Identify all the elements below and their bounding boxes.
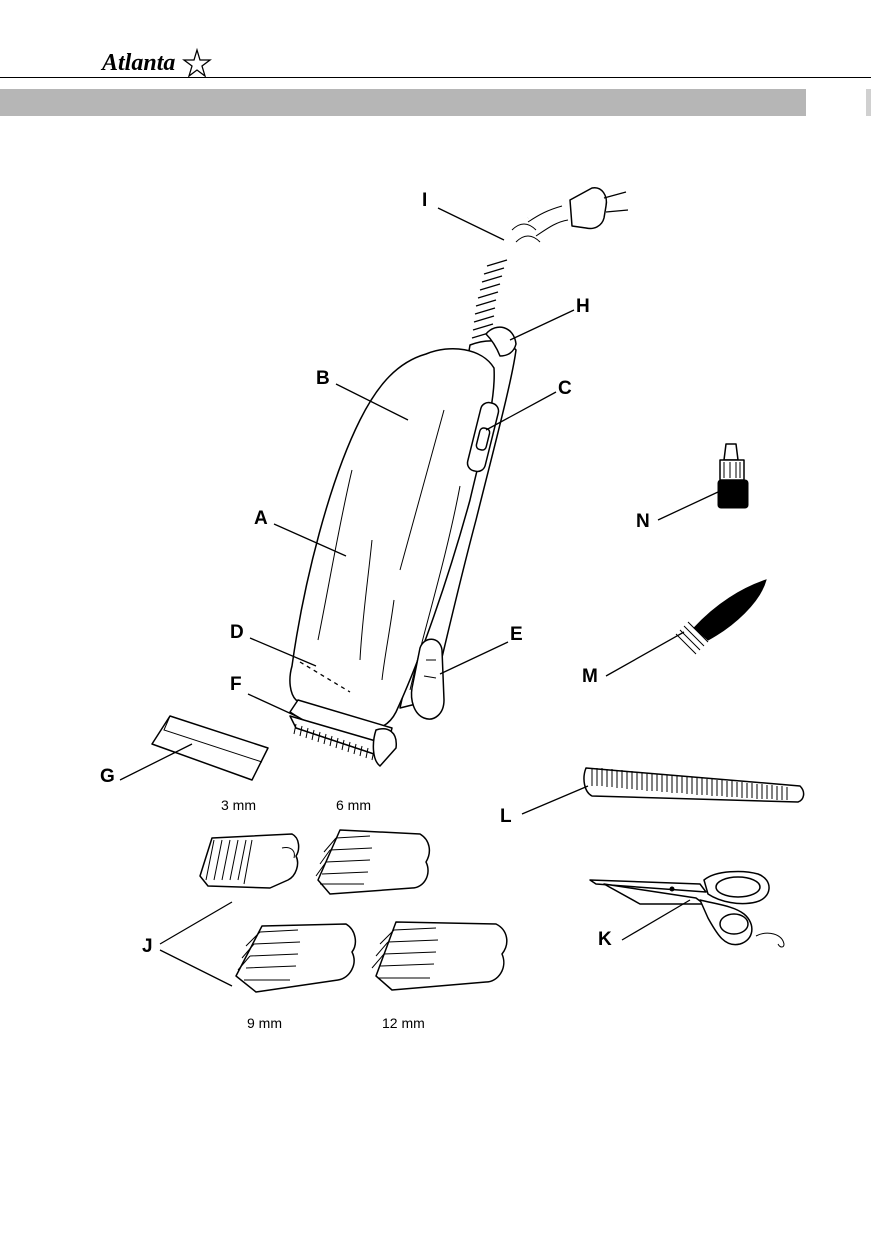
blade-guard bbox=[152, 716, 268, 780]
callout-F: F bbox=[230, 674, 242, 695]
plug-body bbox=[570, 188, 606, 229]
callout-C: C bbox=[558, 378, 572, 399]
comb-attachment-12mm bbox=[372, 922, 507, 990]
callout-L: L bbox=[500, 806, 512, 827]
callout-G: G bbox=[100, 766, 115, 787]
comb-attachment-9mm bbox=[236, 924, 355, 992]
brand-logo: Atlanta bbox=[100, 50, 210, 76]
comb-attachment-6mm bbox=[316, 830, 429, 894]
callout-J: J bbox=[142, 936, 153, 957]
callout-M: M bbox=[582, 666, 598, 687]
cleaning-brush bbox=[676, 580, 766, 654]
callout-E: E bbox=[510, 624, 523, 645]
callout-D: D bbox=[230, 622, 244, 643]
callout-A: A bbox=[254, 508, 268, 529]
callout-K: K bbox=[598, 929, 612, 950]
callout-B: B bbox=[316, 368, 330, 389]
star-logo-icon bbox=[184, 50, 210, 76]
hair-comb bbox=[584, 768, 804, 802]
size-label-3mm: 3 mm bbox=[221, 797, 256, 813]
brand-logo-text: Atlanta bbox=[100, 50, 175, 76]
size-label-6mm: 6 mm bbox=[336, 797, 371, 813]
callout-N: N bbox=[636, 511, 650, 532]
callout-I: I bbox=[422, 190, 427, 211]
comb-attachment-3mm bbox=[200, 834, 299, 888]
size-label-12mm: 12 mm bbox=[382, 1015, 425, 1031]
scissors bbox=[590, 872, 784, 947]
power-cord bbox=[472, 188, 628, 338]
size-label-9mm: 9 mm bbox=[247, 1015, 282, 1031]
oil-bottle bbox=[718, 444, 748, 508]
callout-H: H bbox=[576, 296, 590, 317]
